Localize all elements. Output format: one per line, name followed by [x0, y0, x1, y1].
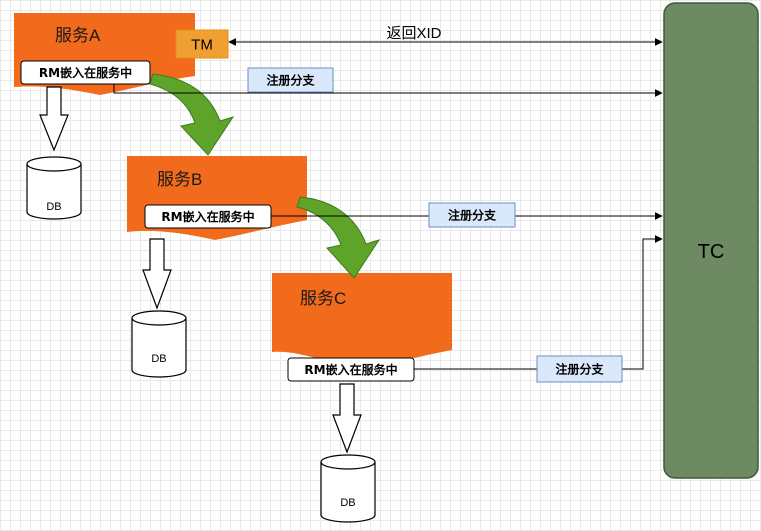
register-branch-connector-a: [113, 84, 663, 97]
service-c: 服务C: [272, 273, 452, 370]
register-branch-label-c: 注册分支: [555, 362, 604, 377]
service-a-db-label: DB: [46, 201, 61, 213]
service-b-rm-label: RM嵌入在服务中: [161, 209, 254, 224]
service-b-title: 服务B: [157, 170, 202, 189]
service-a-rm-label: RM嵌入在服务中: [39, 65, 132, 80]
flow-arrow-a-to-b: [149, 73, 235, 156]
tc-box: TC: [663, 2, 759, 479]
register-branch-badge-c: 注册分支: [536, 355, 623, 383]
service-a-db-arrow: [39, 86, 69, 152]
tm-label: TM: [191, 37, 213, 54]
service-b-rm-box: RM嵌入在服务中: [144, 204, 272, 229]
return-xid-label: 返回XID: [386, 25, 441, 42]
service-b-db-arrow: [142, 238, 172, 310]
service-b-db-label: DB: [151, 353, 166, 365]
service-c-db-arrow: [332, 383, 362, 454]
tm-box: TM: [175, 29, 229, 59]
service-a-rm-box: RM嵌入在服务中: [20, 60, 151, 85]
service-a-db-cylinder: DB: [26, 156, 82, 220]
flow-arrow-b-to-c: [296, 196, 381, 279]
service-c-db-label: DB: [340, 497, 355, 509]
service-c-title: 服务C: [300, 289, 346, 308]
register-branch-label-b: 注册分支: [448, 208, 497, 223]
register-branch-badge-b: 注册分支: [428, 202, 516, 228]
service-b-db-cylinder: DB: [131, 310, 187, 378]
service-c-rm-label: RM嵌入在服务中: [304, 362, 397, 377]
service-a-title: 服务A: [55, 26, 101, 45]
tc-label: TC: [698, 241, 725, 263]
register-branch-badge-a: 注册分支: [247, 67, 334, 93]
service-c-shape: [272, 273, 452, 370]
service-c-rm-box: RM嵌入在服务中: [287, 357, 415, 382]
register-branch-connector-c: [414, 235, 663, 370]
service-c-db-cylinder: DB: [320, 454, 376, 523]
register-branch-label-a: 注册分支: [266, 73, 315, 88]
